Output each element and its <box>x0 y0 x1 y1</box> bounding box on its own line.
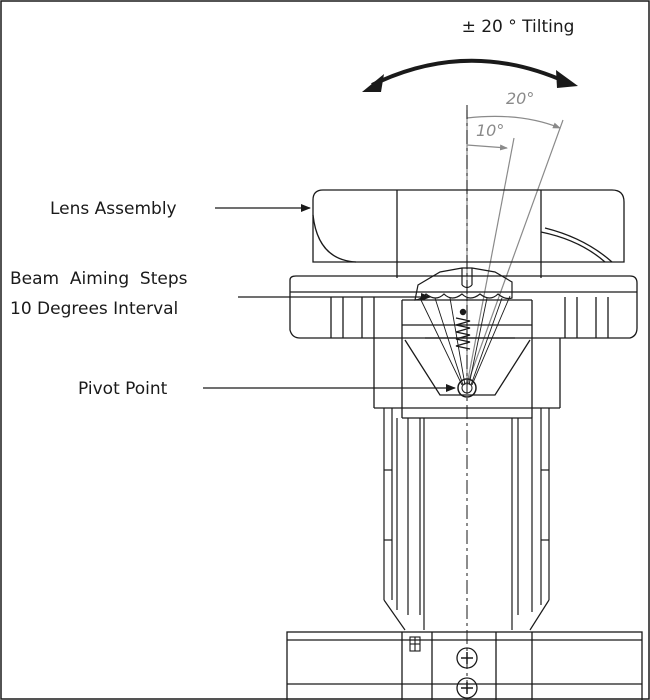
callout-beam-steps-line1: Beam Aiming Steps <box>10 269 188 289</box>
callout-lens-assembly: Lens Assembly <box>50 199 177 219</box>
angle-20-label: 20° <box>506 89 534 108</box>
screw-icon <box>409 636 478 699</box>
housing-flange <box>289 275 638 339</box>
housing-base <box>286 631 643 700</box>
lens-assembly <box>312 189 625 278</box>
angle-dimensions <box>466 110 564 386</box>
callout-beam-steps-line2: 10 Degrees Interval <box>10 299 178 319</box>
tilt-arrow <box>362 58 578 92</box>
spring <box>455 308 471 350</box>
housing-body <box>373 299 561 419</box>
callout-leaders <box>203 204 456 392</box>
tilt-label: ± 20 ° Tilting <box>462 17 575 37</box>
callout-pivot-point: Pivot Point <box>78 379 168 399</box>
angle-10-label: 10° <box>476 121 504 140</box>
pivot-point <box>457 378 477 398</box>
housing-shaft <box>383 408 550 631</box>
aiming-fan-lines <box>419 295 511 386</box>
beam-aiming-steps <box>414 267 513 301</box>
